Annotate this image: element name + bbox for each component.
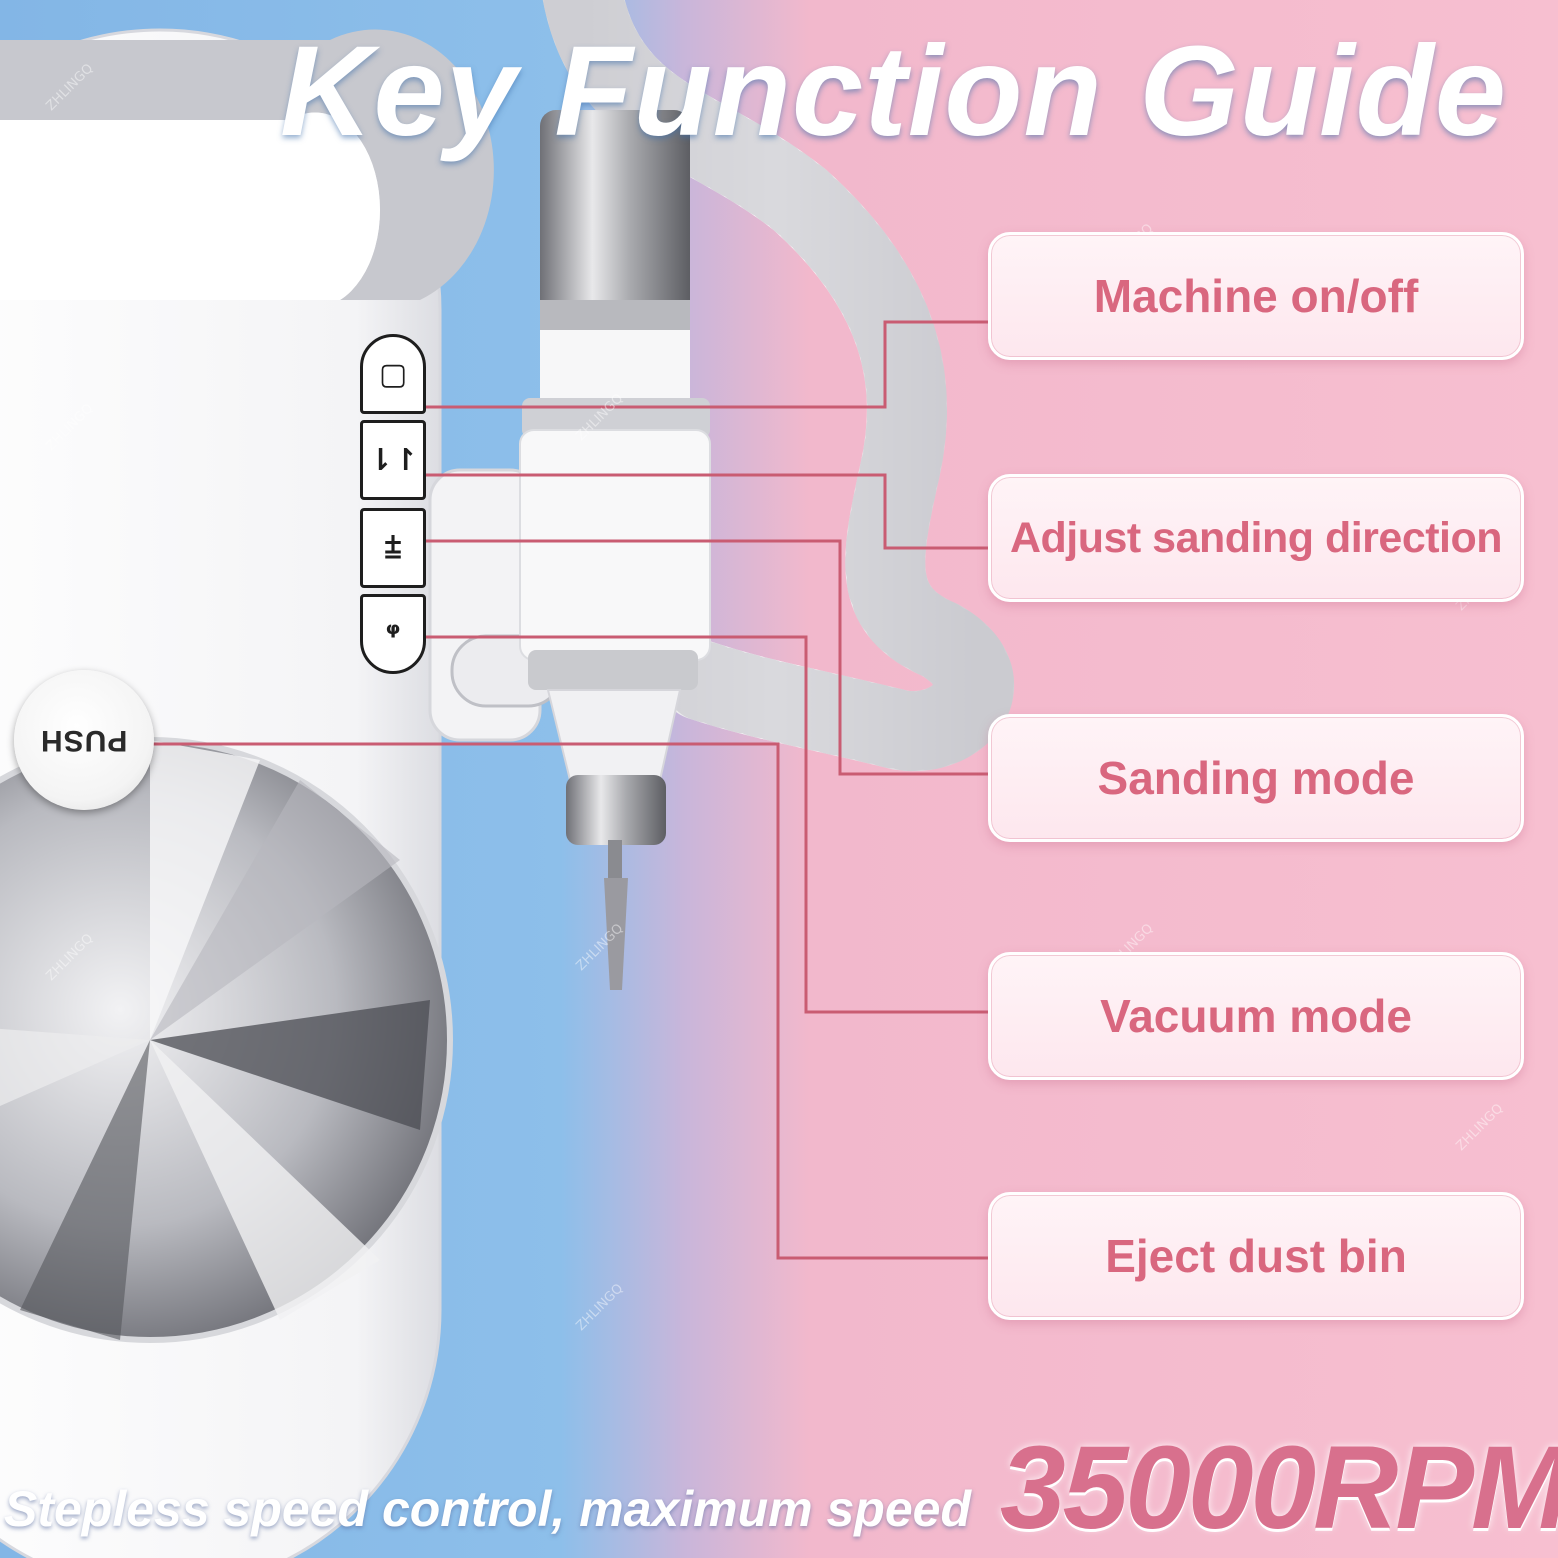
sanding-mode-glyph: ⩲: [384, 530, 402, 566]
label-machine-on-off: Machine on/off: [988, 232, 1524, 360]
line-eject: [148, 742, 988, 1260]
label-sanding-mode: Sanding mode: [988, 714, 1524, 842]
label-text: Vacuum mode: [1100, 990, 1412, 1042]
dust-chamber-ring: [0, 29, 494, 300]
line-direction: [426, 473, 988, 550]
page-title: Key Function Guide: [280, 20, 1507, 163]
handpiece-top-metal: [540, 110, 690, 340]
power-square-icon[interactable]: ▢: [360, 334, 426, 414]
label-eject-dust-bin: Eject dust bin: [988, 1192, 1524, 1320]
label-text: Eject dust bin: [1105, 1230, 1407, 1282]
direction-arrows-glyph: ⇂↾: [367, 442, 419, 478]
direction-arrows-icon[interactable]: ⇂↾: [360, 420, 426, 500]
label-adjust-sanding-direction: Adjust sanding direction: [988, 474, 1524, 602]
vacuum-mode-glyph: ᵠ: [385, 616, 401, 652]
sanding-mode-icon[interactable]: ⩲: [360, 508, 426, 588]
label-text: Adjust sanding direction: [1009, 513, 1503, 562]
label-text: Machine on/off: [1093, 270, 1419, 322]
line-sanding: [426, 539, 988, 776]
handpiece-body: [540, 330, 690, 400]
callout-lines: [148, 320, 988, 1260]
vacuum-mode-icon[interactable]: ᵠ: [360, 594, 426, 674]
power-square-glyph: ▢: [378, 356, 408, 392]
line-power: [420, 320, 988, 409]
handpiece-collet: [566, 775, 666, 845]
push-button[interactable]: PUSH: [14, 670, 154, 810]
sanding-bit: [604, 878, 628, 990]
speed-caption: Stepless speed control, maximum speed: [4, 1481, 971, 1537]
push-button-label: PUSH: [40, 724, 128, 757]
line-vacuum: [426, 635, 988, 1014]
max-speed-value: 35000RPM: [1000, 1422, 1558, 1554]
label-text: Sanding mode: [1097, 752, 1415, 804]
label-vacuum-mode: Vacuum mode: [988, 952, 1524, 1080]
